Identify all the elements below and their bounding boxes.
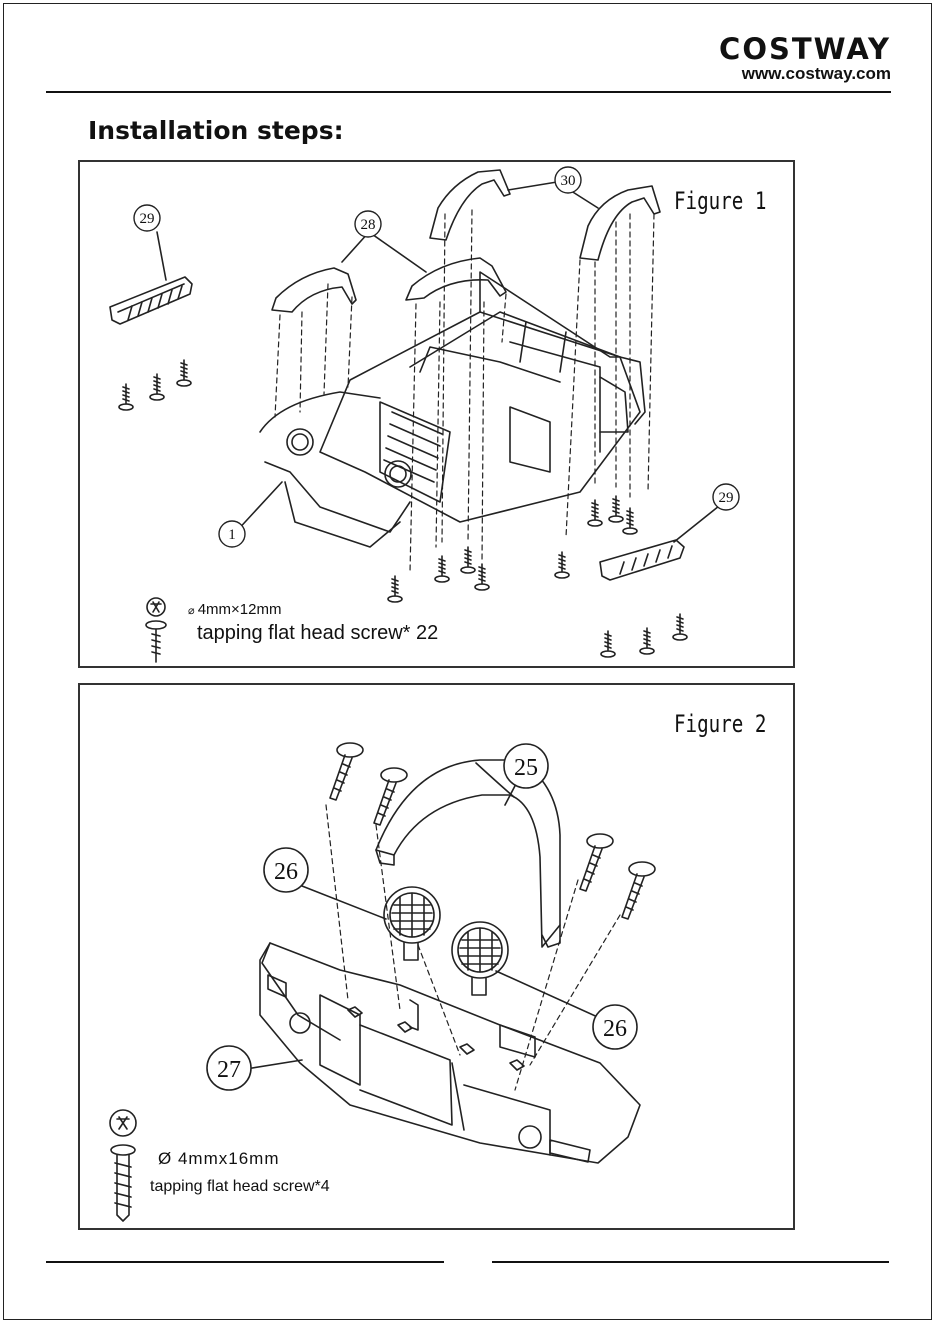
callout-26-left: 26 <box>274 859 298 885</box>
brand-block: COSTWAY www.costway.com <box>719 34 891 84</box>
callout-28: 28 <box>361 217 376 233</box>
callout-25: 25 <box>514 755 538 781</box>
callout-26-right: 26 <box>603 1016 627 1042</box>
screw-size-value: 4mm×12mm <box>198 601 282 618</box>
callout-1: 1 <box>228 527 236 543</box>
figure-1-screw-desc: tapping flat head screw* 22 <box>197 622 438 645</box>
figure-2-screw-desc: tapping flat head screw*4 <box>150 1178 330 1196</box>
callout-29-right: 29 <box>719 490 734 506</box>
callout-27: 27 <box>217 1057 241 1083</box>
brand-url: www.costway.com <box>719 64 891 84</box>
figure-1-screw-size: ⌀ 4mm×12mm <box>188 601 281 618</box>
figure-2-panel: Figure 2 <box>78 683 795 1230</box>
callout-29-left: 29 <box>140 211 155 227</box>
figure-2-callouts: 25 26 26 27 <box>80 685 793 1228</box>
figure-1-callouts: 29 28 30 1 29 <box>80 162 793 666</box>
brand-logo: COSTWAY <box>719 34 891 64</box>
page-heading: Installation steps: <box>88 116 344 145</box>
footer-rule-left <box>46 1261 444 1263</box>
screw-size-value: 4mmx16mm <box>178 1149 280 1168</box>
footer-rule-right <box>492 1261 889 1263</box>
header-rule <box>46 91 891 93</box>
callout-30: 30 <box>561 173 576 189</box>
figure-1-panel: Figure 1 <box>78 160 795 668</box>
diameter-symbol: Ø <box>158 1149 172 1168</box>
figure-2-screw-size: Ø 4mmx16mm <box>158 1149 279 1169</box>
